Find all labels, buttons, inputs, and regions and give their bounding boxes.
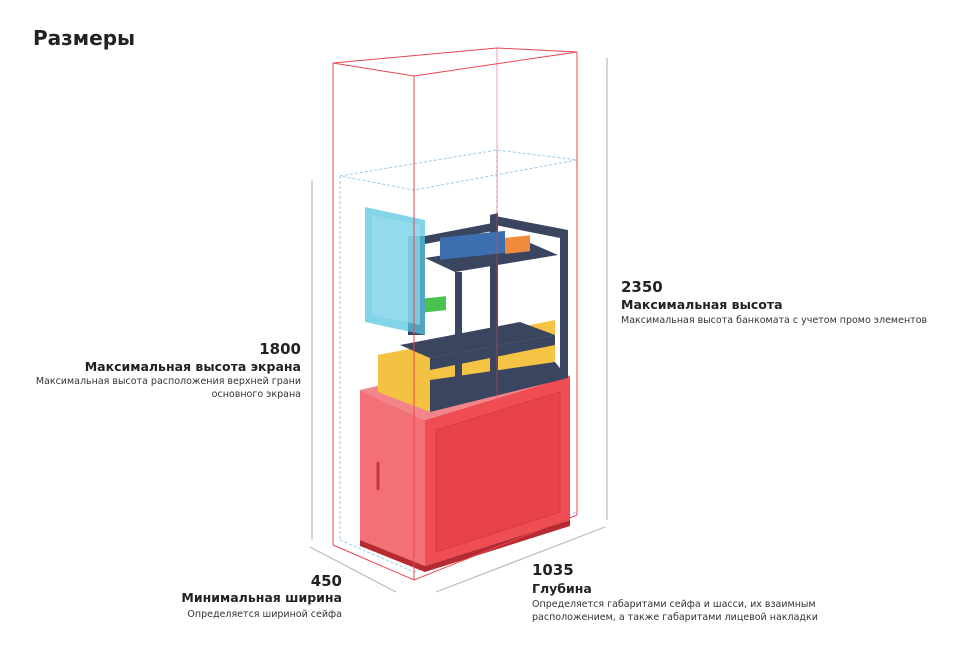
box-orange <box>505 235 530 254</box>
dim-1035-label: Глубина <box>532 581 592 596</box>
dim-450-label: Минимальная ширина <box>181 590 342 605</box>
dim-1035-desc-2: расположением, а также габаритами лицево… <box>532 612 818 623</box>
dim-1800-desc-1: Максимальная высота расположения верхней… <box>35 376 301 387</box>
dim-line-450 <box>309 546 397 593</box>
dim-line-1035 <box>435 526 606 593</box>
dim-1800-value: 1800 <box>259 340 301 358</box>
dim-1035-value: 1035 <box>532 561 574 579</box>
max-height-box <box>332 47 578 581</box>
screen <box>365 207 425 335</box>
dim-450-value: 450 <box>310 572 342 590</box>
dim-2350-label: Максимальная высота <box>621 297 783 312</box>
dimension-lines <box>309 58 608 593</box>
dim-2350-value: 2350 <box>621 278 663 296</box>
dim-1035-desc-1: Определяется габаритами сейфа и шасси, и… <box>532 599 816 610</box>
dim-2350-desc: Максимальная высота банкомата с учетом п… <box>621 315 928 326</box>
dim-450-desc: Определяется шириной сейфа <box>187 609 342 620</box>
page-title: Размеры <box>33 26 136 50</box>
box-blue <box>440 230 505 260</box>
dim-1800-desc-2: основного экрана <box>211 389 301 400</box>
dim-1800-label: Максимальная высота экрана <box>84 359 301 374</box>
